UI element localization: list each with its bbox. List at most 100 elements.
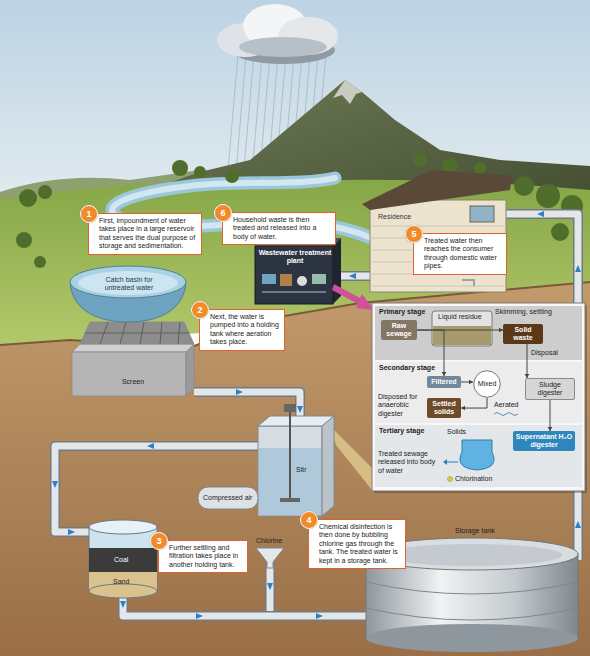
filter-tank: [89, 527, 157, 591]
callout-text: First, impoundment of water takes place …: [99, 217, 197, 251]
annotation-label: Skimming, settling: [495, 308, 552, 316]
annotation-label: Sand: [113, 578, 129, 586]
callout-text: Treated water then reaches the consumer …: [424, 237, 502, 271]
screen-slab: [80, 322, 194, 344]
trees: [474, 162, 486, 174]
catch-basin: [70, 266, 186, 298]
trees: [194, 166, 206, 178]
callout-box: 1First, impoundment of water takes place…: [88, 213, 202, 255]
trees: [38, 185, 52, 199]
compressed-air-cylinder: [198, 487, 258, 509]
flow-arrow: [52, 481, 58, 488]
flow-arrow: [349, 273, 356, 279]
aeration-tank: [284, 404, 296, 412]
trees: [19, 189, 37, 207]
wastewater-plant: [262, 291, 326, 293]
annotation-label: Disposed for anaerobic digester: [378, 393, 422, 418]
annotation-label: Coal: [114, 556, 128, 564]
zoom-arrow: [332, 284, 374, 310]
residence: [362, 170, 512, 292]
filter-tank: [89, 548, 157, 572]
connector: [525, 344, 530, 378]
trees: [536, 184, 560, 208]
callout-number: 5: [405, 225, 423, 243]
flow-arrow: [196, 613, 203, 619]
inset-panel: [372, 303, 585, 491]
aeration-tank: [258, 416, 334, 426]
inset-panel: [374, 305, 587, 493]
flow-arrow: [316, 613, 323, 619]
pipe: [265, 566, 275, 611]
annotation-label: Compressed air: [203, 494, 252, 502]
process-circle: Mixed: [473, 370, 501, 398]
screen-slab: [85, 322, 189, 344]
arrowhead: [469, 380, 473, 385]
callout-number: 2: [191, 301, 209, 319]
callout-box: 4Chemical disinfection is then done by b…: [308, 519, 406, 569]
trees: [551, 223, 569, 241]
aeration-symbol: [494, 413, 518, 416]
glow: [330, 426, 372, 490]
screen-slab: [72, 322, 194, 396]
node-text: Sludge digester: [528, 381, 572, 397]
process-box: Supernatant H₂O digester: [513, 431, 575, 451]
node-text: Supernatant H₂O digester: [515, 433, 573, 449]
pipe: [123, 596, 366, 616]
pipe: [55, 446, 258, 532]
glow: [330, 426, 372, 490]
annotation-label: Disposal: [531, 349, 558, 357]
pipe: [123, 596, 366, 616]
node-text: Solid waste: [505, 326, 541, 342]
flow-arrow: [297, 406, 303, 413]
wastewater-plant: [255, 238, 341, 304]
process-box: Sludge digester: [525, 378, 575, 400]
stage-band: [375, 425, 582, 487]
residence: [370, 200, 506, 292]
trees: [34, 256, 46, 268]
annotation-label: Chlorine: [256, 537, 282, 545]
flow-arrow: [575, 265, 581, 272]
trees: [514, 176, 534, 196]
soil-cross-section: [0, 282, 590, 656]
soil-cross-section: [0, 282, 590, 656]
node-text: Settled solids: [429, 400, 459, 416]
process-box: Settled solids: [427, 398, 461, 418]
callout-number: 4: [300, 511, 318, 529]
settling-tank: [432, 311, 492, 346]
chlorine-funnel: [256, 548, 284, 568]
flow-arrow: [147, 443, 154, 449]
node-text: Filtered: [429, 378, 459, 386]
inset-panel: [372, 303, 587, 493]
stage-band: [375, 306, 582, 487]
filter-tank: [89, 584, 157, 598]
annotation-label: Liquid residue: [438, 313, 482, 321]
catch-basin: [70, 266, 186, 322]
filter-tank: [89, 520, 157, 598]
stage-title: Tertiary stage: [379, 427, 424, 435]
flow-arrow: [575, 521, 581, 528]
callout-box: 6Household waste is then treated and rel…: [222, 212, 336, 245]
pipe: [336, 273, 370, 280]
arrowhead: [461, 406, 465, 411]
residence: [362, 170, 512, 210]
annotation-label: Treated sewage released into body of wat…: [378, 450, 440, 475]
flow-arrow: [68, 529, 75, 535]
annotation-label: Storage tank: [455, 527, 495, 535]
connector: [548, 400, 553, 431]
trees: [16, 232, 32, 248]
callout-text: Next, the water is pumped into a holding…: [210, 313, 280, 347]
chlorine-funnel: [256, 548, 284, 568]
connector-line: [550, 400, 551, 431]
flow-arrow: [267, 583, 273, 590]
annotation-label: Catch basin for untreated water: [96, 276, 162, 293]
wastewater-plant: [262, 274, 276, 284]
annotation-label: Chlorination: [455, 475, 492, 483]
flow-arrow: [120, 601, 126, 608]
annotation-label: Solids: [447, 428, 466, 436]
stage-title: Primary stage: [379, 308, 425, 316]
tertiary-tank: [448, 477, 453, 482]
settling-tank: [432, 311, 492, 346]
stage-title: Secondary stage: [379, 364, 435, 372]
node-text: Mixed: [478, 380, 497, 388]
